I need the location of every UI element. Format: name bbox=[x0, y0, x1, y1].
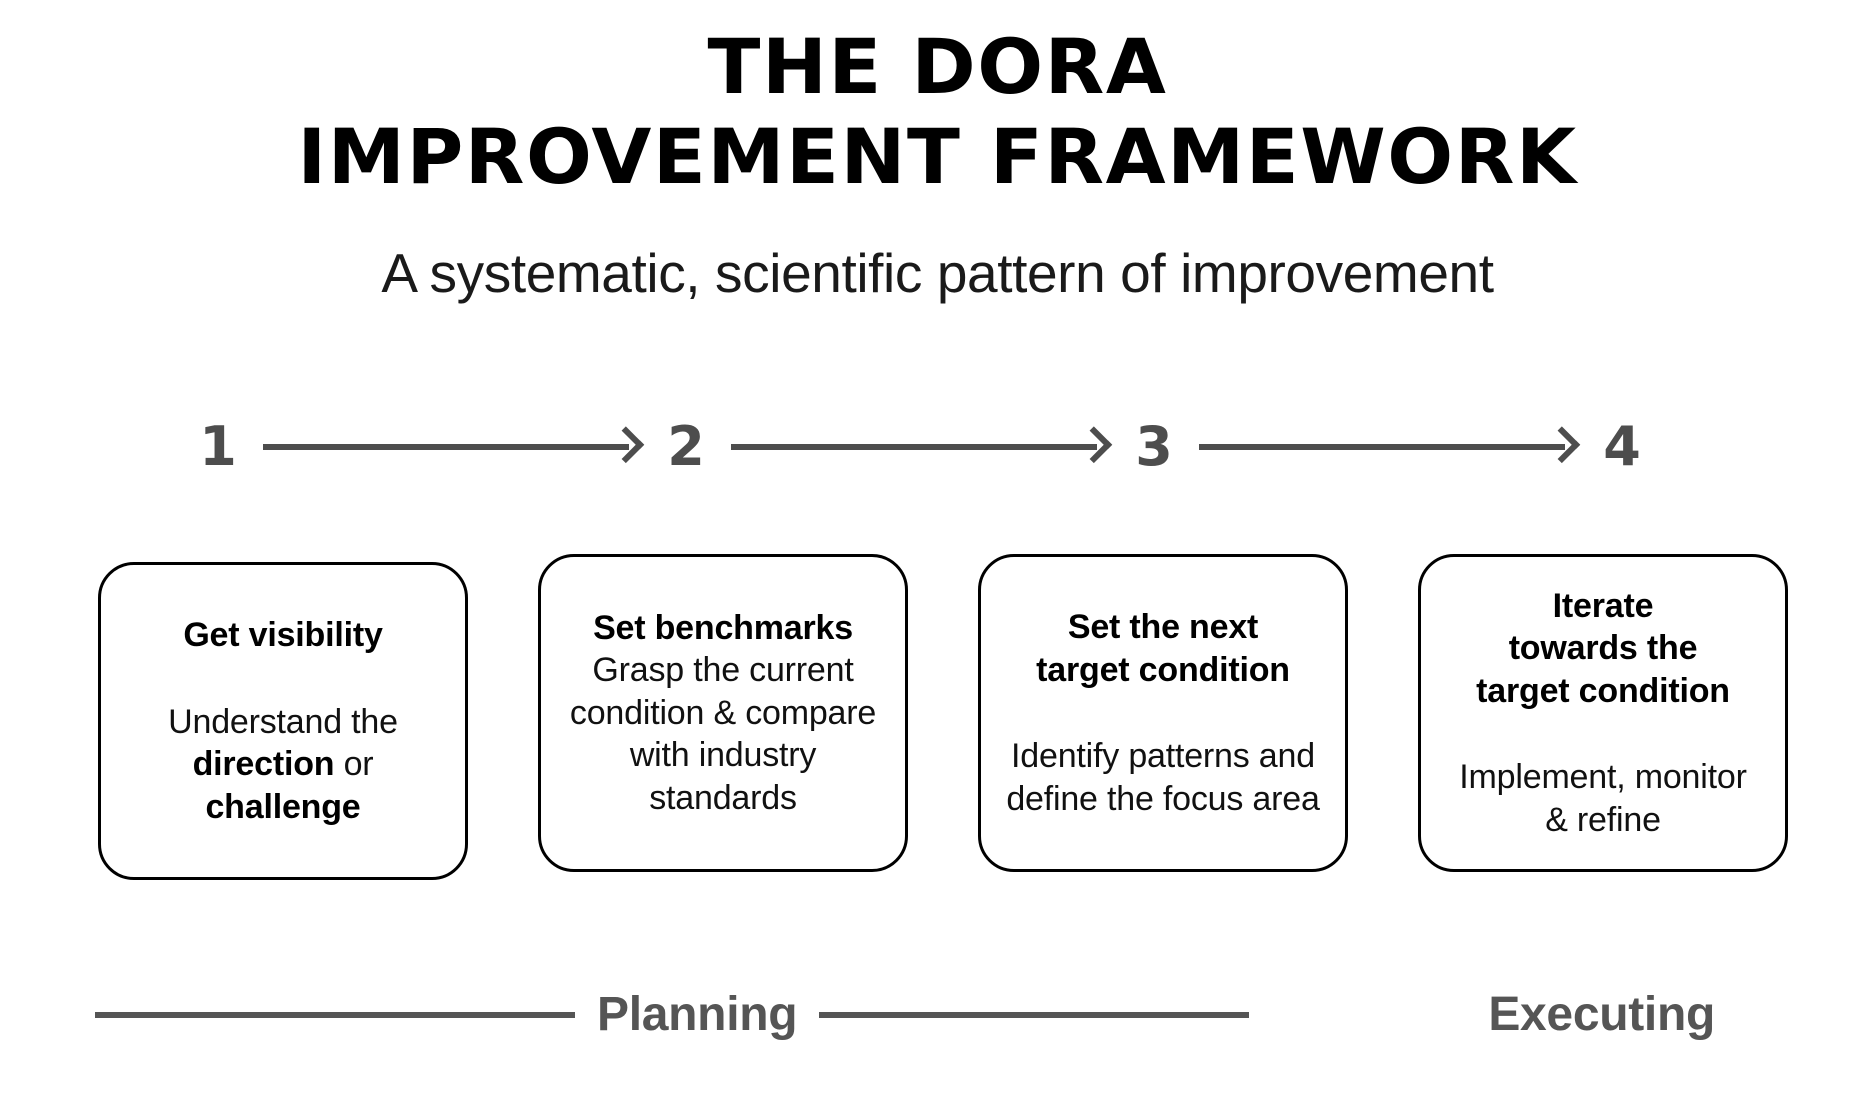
page-title-line-1: THE DORA bbox=[707, 22, 1168, 111]
step-card-1-body-bold-1: direction bbox=[192, 745, 335, 783]
phase-label-executing: Executing bbox=[1488, 988, 1715, 1041]
arrow-icon-3-to-4 bbox=[1199, 426, 1581, 464]
step-card-1-body-mid: or bbox=[334, 745, 374, 783]
step-card-2-title: Set benchmarks bbox=[593, 608, 853, 647]
arrow-head bbox=[1543, 426, 1581, 464]
arrow-icon-2-to-3 bbox=[731, 426, 1113, 464]
phase-bar: Planning Executing bbox=[0, 985, 1875, 1045]
page-title-line-2: IMPROVEMENT FRAMEWORK bbox=[297, 111, 1578, 201]
step-sequence: 1 2 3 4 bbox=[195, 415, 1645, 479]
phase-label-planning: Planning bbox=[597, 988, 798, 1041]
step-card-1: Get visibility Understand the direction … bbox=[98, 562, 468, 880]
step-number-1: 1 bbox=[199, 415, 237, 478]
page-title: THE DORA IMPROVEMENT FRAMEWORK bbox=[0, 0, 1875, 201]
step-card-2-body: Grasp the current condition & compare wi… bbox=[569, 651, 877, 817]
step-number-4: 4 bbox=[1603, 415, 1641, 478]
arrow-head bbox=[1075, 426, 1113, 464]
step-card-4-body: Implement, monitor & refine bbox=[1459, 758, 1747, 839]
arrow-icon-1-to-2 bbox=[263, 426, 645, 464]
arrow-shaft bbox=[731, 444, 1097, 450]
step-card-3-title-line-2: target condition bbox=[1036, 650, 1290, 689]
page-header: THE DORA IMPROVEMENT FRAMEWORK A systema… bbox=[0, 0, 1875, 304]
arrow-shaft bbox=[1199, 444, 1565, 450]
step-card-3: Set the next target condition Identify p… bbox=[978, 554, 1348, 872]
step-number-2: 2 bbox=[667, 415, 705, 478]
step-card-3-body: Identify patterns and define the focus a… bbox=[1006, 737, 1320, 818]
arrow-shaft bbox=[263, 444, 629, 450]
step-card-1-body: Understand the direction or challenge bbox=[125, 701, 441, 829]
step-card-4: Iterate towards the target condition Imp… bbox=[1418, 554, 1788, 872]
step-card-1-body-prefix: Understand the bbox=[168, 702, 398, 741]
step-card-3-title: Set the next target condition bbox=[1036, 606, 1290, 691]
step-number-3: 3 bbox=[1135, 415, 1173, 478]
step-card-1-title: Get visibility bbox=[183, 616, 383, 654]
phase-line-left bbox=[95, 1012, 575, 1018]
step-card-4-title-line-2: towards the bbox=[1508, 629, 1698, 668]
step-card-3-title-line-1: Set the next bbox=[1067, 608, 1259, 646]
phase-line-right bbox=[819, 1012, 1250, 1018]
step-card-2: Set benchmarks Grasp the current conditi… bbox=[538, 554, 908, 872]
step-cards: Get visibility Understand the direction … bbox=[98, 548, 1788, 918]
step-card-4-title-line-3: target condition bbox=[1476, 671, 1730, 710]
arrow-head bbox=[607, 426, 645, 464]
step-card-4-title: Iterate towards the target condition bbox=[1476, 585, 1730, 713]
step-card-1-body-bold-2: challenge bbox=[205, 787, 361, 826]
step-card-4-title-line-1: Iterate bbox=[1552, 586, 1654, 625]
page-subtitle: A systematic, scientific pattern of impr… bbox=[381, 242, 1494, 305]
